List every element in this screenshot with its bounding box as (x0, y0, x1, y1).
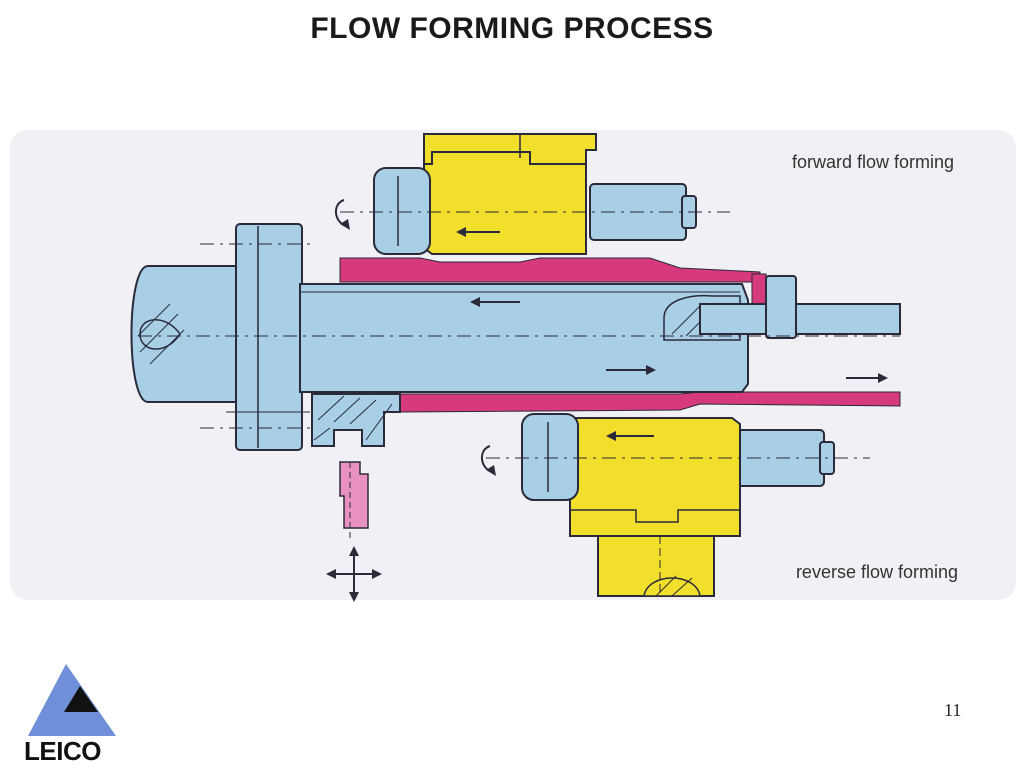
mandrel (130, 223, 901, 451)
rotation-arrow-icon (335, 199, 350, 230)
logo-text: LEICO (24, 736, 101, 766)
feed-arrow-icon (470, 297, 520, 307)
adjustment-tool (339, 461, 369, 540)
workpiece (339, 257, 901, 413)
label-forward-flow-forming: forward flow forming (792, 152, 954, 172)
lower-roller-assembly (481, 413, 870, 597)
feed-arrow-icon (846, 373, 888, 383)
clamp-ring (311, 393, 401, 447)
label-reverse-flow-forming: reverse flow forming (796, 562, 958, 582)
feed-arrow-icon (606, 431, 654, 441)
page-number: 11 (944, 700, 962, 720)
slide-title: FLOW FORMING PROCESS (310, 12, 714, 45)
crosshair-arrows-icon (326, 546, 382, 602)
feed-arrow-icon (456, 227, 500, 237)
rotation-arrow-icon (481, 445, 496, 476)
leico-logo (28, 664, 116, 736)
feed-arrow-icon (606, 365, 656, 375)
upper-roller-assembly (335, 133, 730, 255)
